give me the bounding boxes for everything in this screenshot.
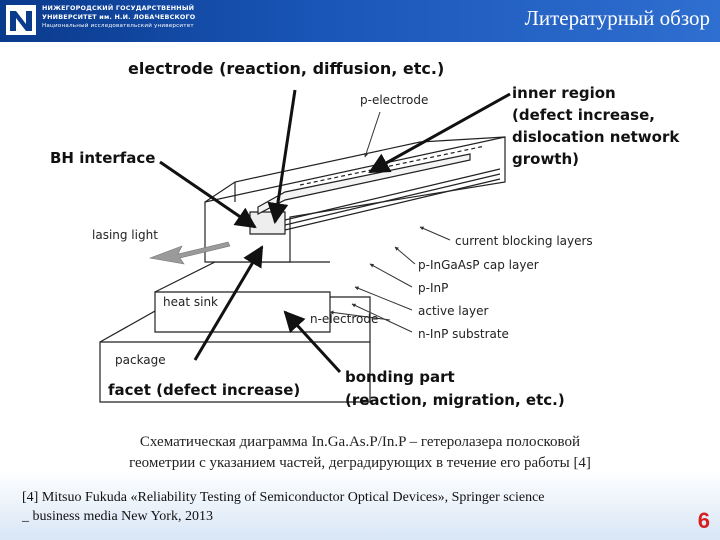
footer-band: [0, 470, 720, 540]
label-cap-layer: p-InGaAsP cap layer: [418, 258, 539, 272]
leader-lines: [329, 111, 451, 333]
label-inner-region-4: growth): [512, 150, 579, 168]
page-number: 6: [697, 508, 710, 533]
university-line-2: УНИВЕРСИТЕТ им. Н.И. ЛОБАЧЕВСКОГО: [42, 13, 196, 21]
label-bh-interface: BH interface: [50, 149, 155, 167]
label-p-inp: p-InP: [418, 281, 448, 295]
lasing-light-beam: [148, 241, 231, 265]
label-active-layer: active layer: [418, 304, 488, 318]
laser-diagram: electrode (reaction, diffusion, etc.) p-…: [50, 59, 680, 409]
label-current-blocking: current blocking layers: [455, 234, 593, 248]
slide-title: Литературный обзор: [524, 6, 710, 30]
label-inner-region-2: (defect increase,: [512, 106, 655, 124]
university-logo-icon: [6, 5, 36, 35]
label-n-inp-substrate: n-InP substrate: [418, 327, 509, 341]
caption-line-2: геометрии с указанием частей, деградирую…: [129, 455, 591, 471]
label-inner-region-1: inner region: [512, 84, 616, 102]
reference: [4] Mitsuo Fukuda «Reliability Testing o…: [22, 488, 662, 526]
label-bonding-2: (reaction, migration, etc.): [345, 391, 565, 409]
label-inner-region-3: dislocation network: [512, 128, 680, 146]
label-heat-sink: heat sink: [163, 295, 218, 309]
label-lasing-light: lasing light: [92, 228, 158, 242]
pointer-arrows: [159, 89, 511, 374]
university-line-1: НИЖЕГОРОДСКИЙ ГОСУДАРСТВЕННЫЙ: [42, 4, 195, 12]
university-name: НИЖЕГОРОДСКИЙ ГОСУДАРСТВЕННЫЙ УНИВЕРСИТЕ…: [42, 4, 195, 31]
label-p-electrode: p-electrode: [360, 93, 428, 107]
label-package: package: [115, 353, 166, 367]
header-bar: НИЖЕГОРОДСКИЙ ГОСУДАРСТВЕННЫЙ УНИВЕРСИТЕ…: [0, 0, 720, 42]
label-n-electrode: n-electrode: [310, 312, 378, 326]
caption-line-1: Схематическая диаграмма In.Ga.As.P/In.P …: [139, 434, 581, 450]
label-electrode: electrode (reaction, diffusion, etc.): [128, 59, 444, 78]
reference-line-1: [4] Mitsuo Fukuda «Reliability Testing o…: [22, 490, 545, 505]
label-facet: facet (defect increase): [108, 381, 300, 399]
university-line-3: Национальный исследовательский университ…: [42, 23, 194, 29]
reference-line-2: _ business media New York, 2013: [22, 509, 213, 524]
figure-caption: Схематическая диаграмма In.Ga.As.P/In.P …: [0, 432, 720, 474]
label-bonding-1: bonding part: [345, 368, 455, 386]
